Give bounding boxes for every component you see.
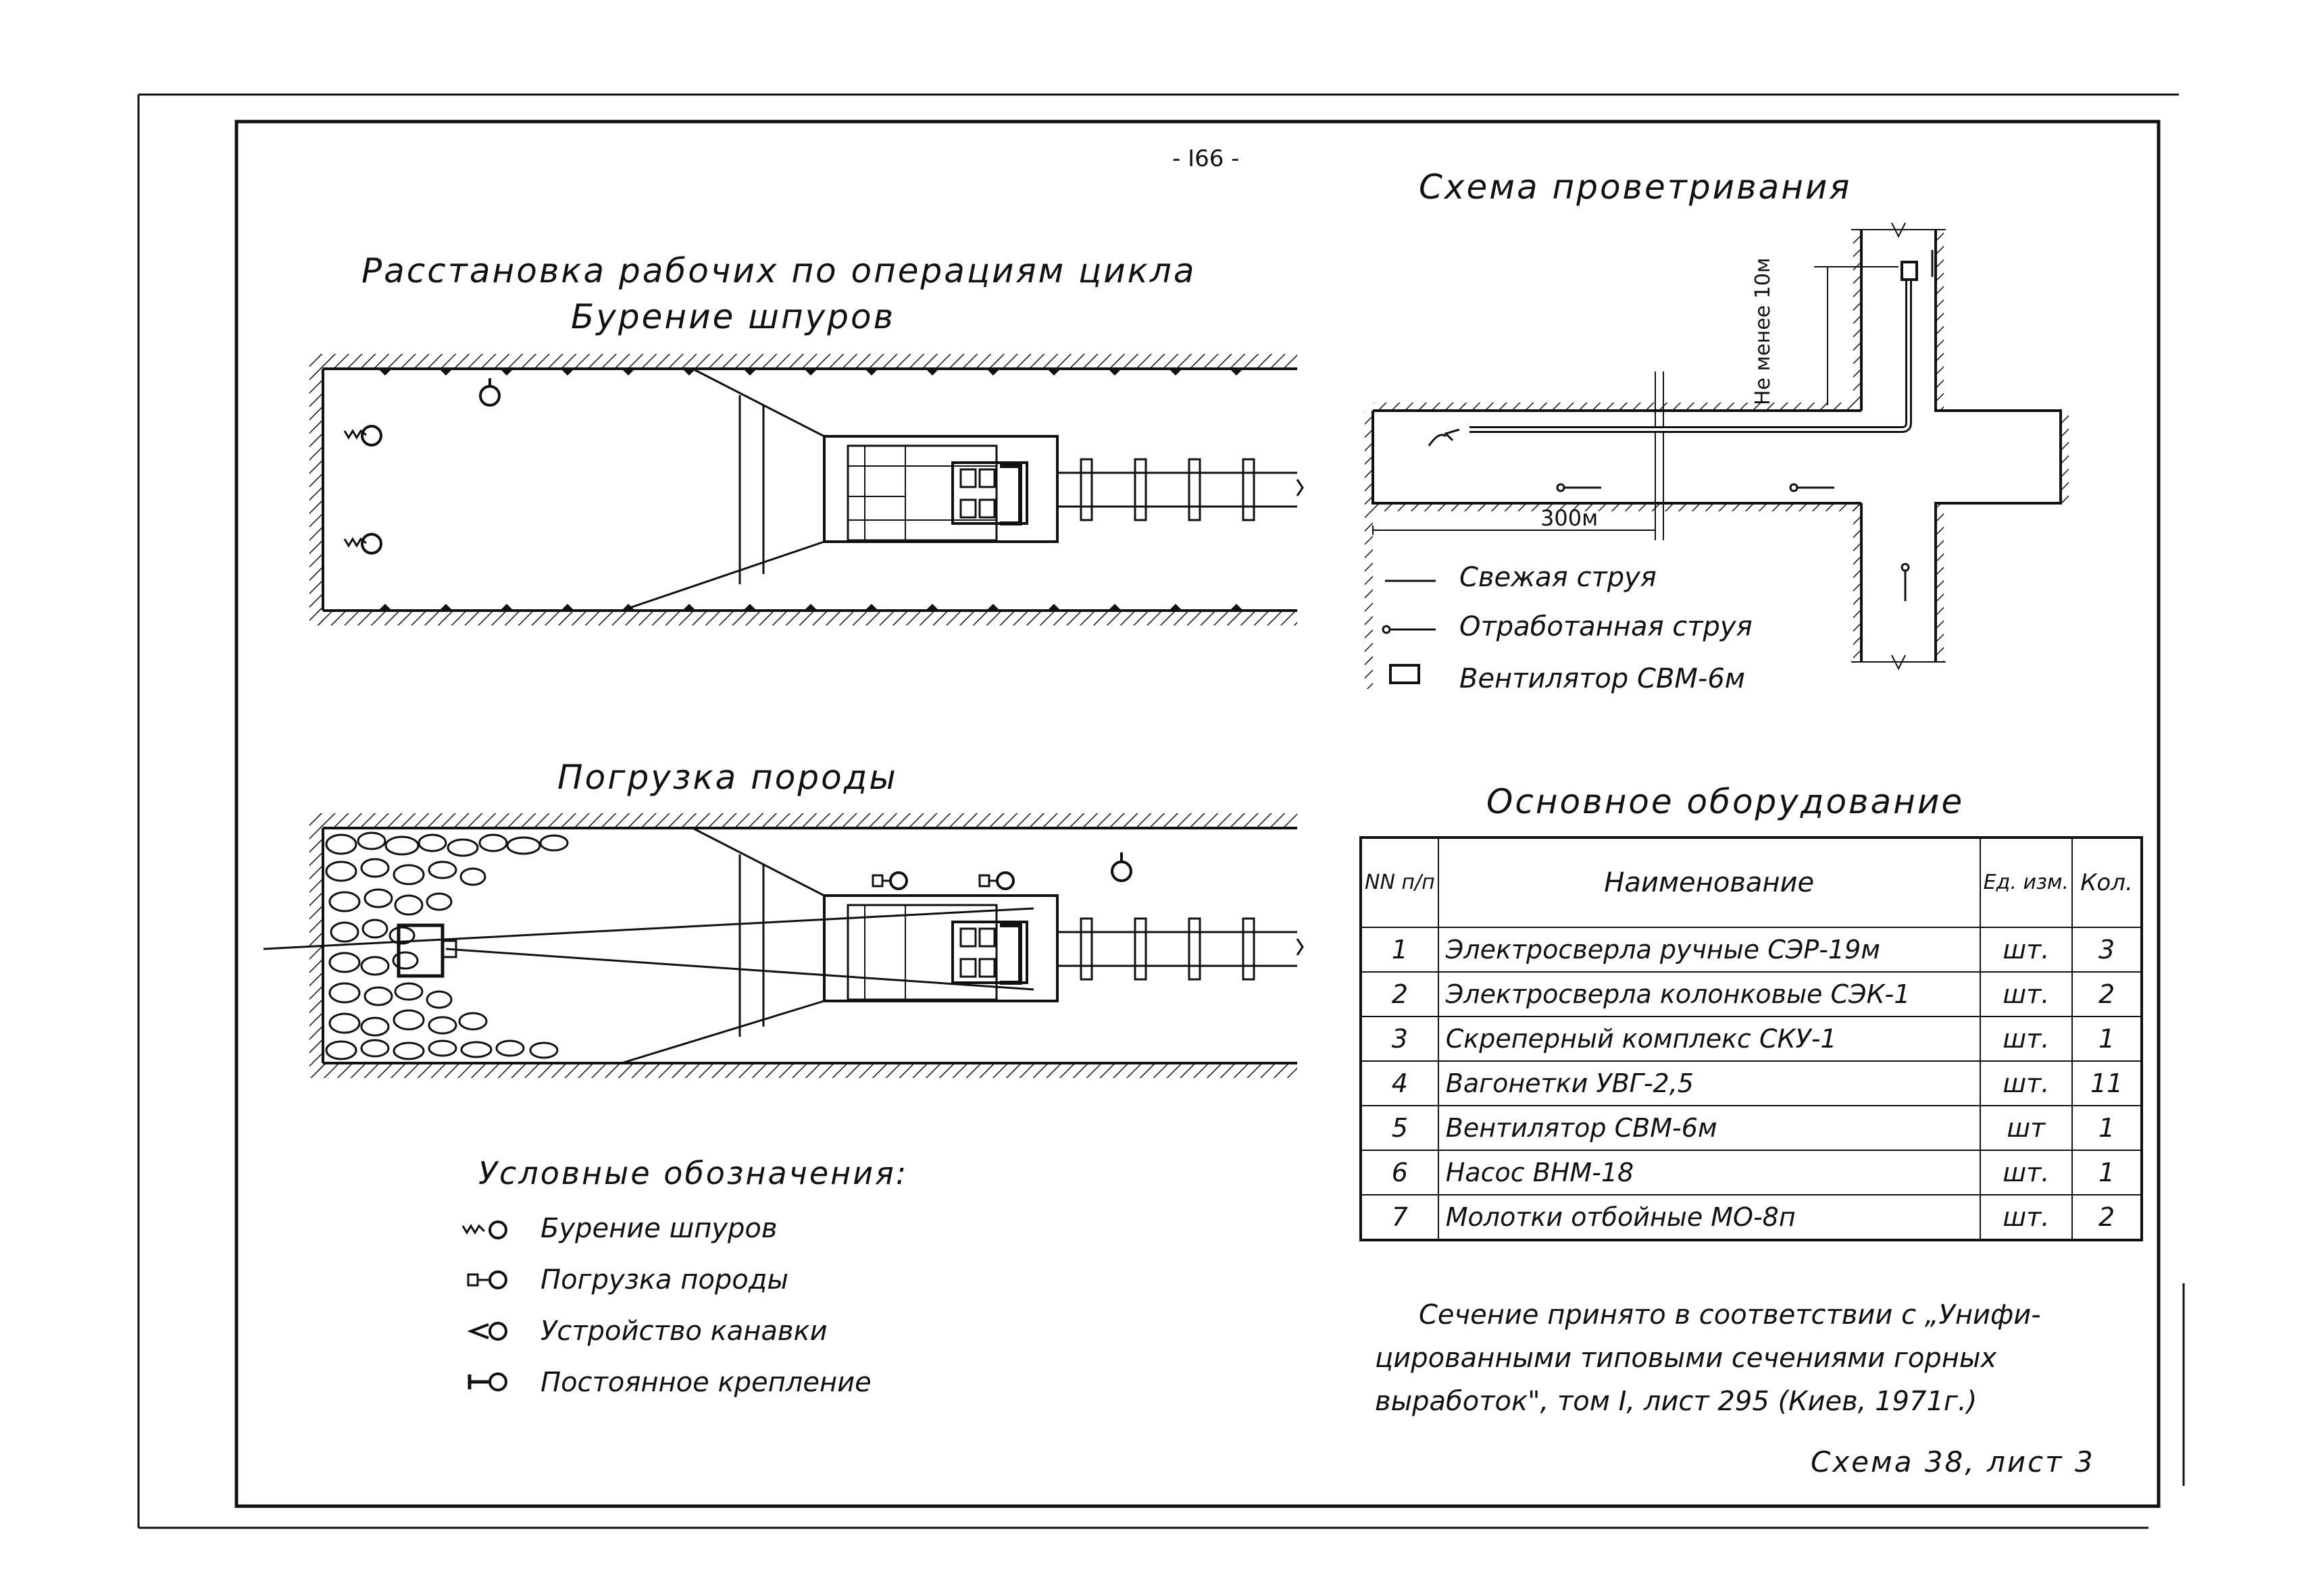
row-num: 5 bbox=[1360, 1105, 1439, 1151]
support-worker-icon bbox=[468, 1372, 507, 1391]
legend-exhaust-air: Отработанная струя bbox=[1459, 611, 1753, 642]
legend-fan: Вентилятор СВМ-6м bbox=[1459, 663, 1745, 694]
drilling-worker-icon bbox=[461, 1220, 507, 1239]
legend-fresh-air: Свежая струя bbox=[1459, 562, 1657, 593]
exhaust-air-line-icon bbox=[1382, 625, 1436, 634]
row-unit: шт bbox=[1979, 1105, 2073, 1151]
loading-worker-icon bbox=[978, 871, 1015, 890]
drilling-section-title: Расстановка рабочих по операциям цикла bbox=[361, 251, 1197, 290]
support-worker-icon bbox=[1111, 852, 1132, 882]
table-header-row: NN п/п Наименование Ед. изм. Кол. bbox=[1360, 837, 2142, 928]
header-name: Наименование bbox=[1437, 837, 1981, 928]
row-name: Скреперный комплекс СКУ-1 bbox=[1437, 1016, 1981, 1062]
exhaust-air-line-icon bbox=[1556, 483, 1601, 492]
equipment-table: NN п/п Наименование Ед. изм. Кол. 1 Элек… bbox=[1359, 836, 2143, 1241]
row-num: 3 bbox=[1360, 1016, 1439, 1062]
row-name: Электросверла колонковые СЭК-1 bbox=[1437, 971, 1981, 1017]
symbols-icons bbox=[461, 1220, 507, 1391]
row-qty: 1 bbox=[2071, 1105, 2142, 1151]
row-name: Электросверла ручные СЭР-19м bbox=[1437, 927, 1981, 973]
row-unit: шт. bbox=[1979, 1016, 2073, 1062]
row-name: Молотки отбойные МО-8п bbox=[1437, 1194, 1981, 1241]
row-qty: 1 bbox=[2071, 1150, 2142, 1195]
row-unit: шт. bbox=[1979, 971, 2073, 1017]
symbol-label-loading: Погрузка породы bbox=[540, 1264, 789, 1295]
row-name: Вентилятор СВМ-6м bbox=[1437, 1105, 1981, 1151]
header-num: NN п/п bbox=[1360, 837, 1439, 928]
row-qty: 2 bbox=[2071, 971, 2142, 1017]
symbols-title: Условные обозначения: bbox=[478, 1155, 909, 1191]
support-worker-icon bbox=[479, 378, 501, 407]
table-row: 2 Электросверла колонковые СЭК-1 шт. 2 bbox=[1360, 971, 2142, 1017]
table-row: 3 Скреперный комплекс СКУ-1 шт. 1 bbox=[1360, 1016, 2142, 1062]
symbol-label-ditch: Устройство канавки bbox=[540, 1316, 828, 1347]
row-num: 7 bbox=[1360, 1194, 1439, 1241]
table-row: 6 Насос ВНМ-18 шт. 1 bbox=[1360, 1150, 2142, 1195]
row-num: 6 bbox=[1360, 1150, 1439, 1195]
dim-length-label: 300м bbox=[1540, 505, 1599, 531]
page-number: - I66 - bbox=[1172, 145, 1240, 172]
drilling-worker-icon bbox=[343, 425, 382, 446]
header-qty: Кол. bbox=[2071, 837, 2142, 928]
note-line-1: Сечение принято в соответствии с „Унифи- bbox=[1419, 1299, 2041, 1331]
row-num: 1 bbox=[1360, 927, 1439, 973]
row-name: Насос ВНМ-18 bbox=[1437, 1150, 1981, 1195]
symbol-label-support: Постоянное крепление bbox=[540, 1367, 872, 1398]
row-name: Вагонетки УВГ-2,5 bbox=[1437, 1060, 1981, 1106]
row-unit: шт. bbox=[1979, 1060, 2073, 1106]
row-qty: 3 bbox=[2071, 927, 2142, 973]
sheet-label: Схема 38, лист 3 bbox=[1811, 1445, 2095, 1478]
note-line-2: цированными типовыми сечениями горных bbox=[1375, 1343, 1997, 1374]
drilling-worker-icon bbox=[343, 533, 382, 555]
loading-tunnel-plan bbox=[263, 813, 1304, 1078]
exhaust-air-line-icon bbox=[1789, 483, 1834, 492]
row-unit: шт. bbox=[1979, 1194, 2073, 1241]
ventilation-title: Схема проветривания bbox=[1419, 168, 1852, 207]
row-qty: 1 bbox=[2071, 1016, 2142, 1062]
table-row: 1 Электросверла ручные СЭР-19м шт. 3 bbox=[1360, 927, 2142, 973]
loading-worker-icon bbox=[872, 871, 908, 890]
row-qty: 2 bbox=[2071, 1194, 2142, 1241]
loading-section-title: Погрузка породы bbox=[557, 758, 898, 797]
fan-rectangle-icon bbox=[1389, 664, 1420, 684]
fan-rectangle-icon bbox=[1901, 261, 1918, 281]
ditch-worker-icon bbox=[467, 1322, 507, 1341]
symbol-label-drilling: Бурение шпуров bbox=[540, 1213, 778, 1244]
drilling-section-subtitle: Бурение шпуров bbox=[571, 297, 896, 336]
drilling-tunnel-plan bbox=[309, 354, 1304, 625]
table-row: 4 Вагонетки УВГ-2,5 шт. 11 bbox=[1360, 1060, 2142, 1106]
dim-distance-label: Не менее 10м bbox=[1751, 257, 1775, 405]
loading-worker-icon bbox=[467, 1270, 507, 1289]
row-unit: шт. bbox=[1979, 927, 2073, 973]
header-unit: Ед. изм. bbox=[1979, 837, 2073, 928]
row-num: 4 bbox=[1360, 1060, 1439, 1106]
equipment-title: Основное оборудование bbox=[1486, 782, 1965, 821]
ventilation-scheme bbox=[1365, 222, 2069, 689]
note-line-3: выработок", том I, лист 295 (Киев, 1971г… bbox=[1375, 1386, 1978, 1417]
row-qty: 11 bbox=[2071, 1060, 2142, 1106]
table-row: 5 Вентилятор СВМ-6м шт 1 bbox=[1360, 1105, 2142, 1151]
rock-pile bbox=[325, 831, 569, 1060]
row-unit: шт. bbox=[1979, 1150, 2073, 1195]
row-num: 2 bbox=[1360, 971, 1439, 1017]
table-row: 7 Молотки отбойные МО-8п шт. 2 bbox=[1360, 1194, 2142, 1241]
